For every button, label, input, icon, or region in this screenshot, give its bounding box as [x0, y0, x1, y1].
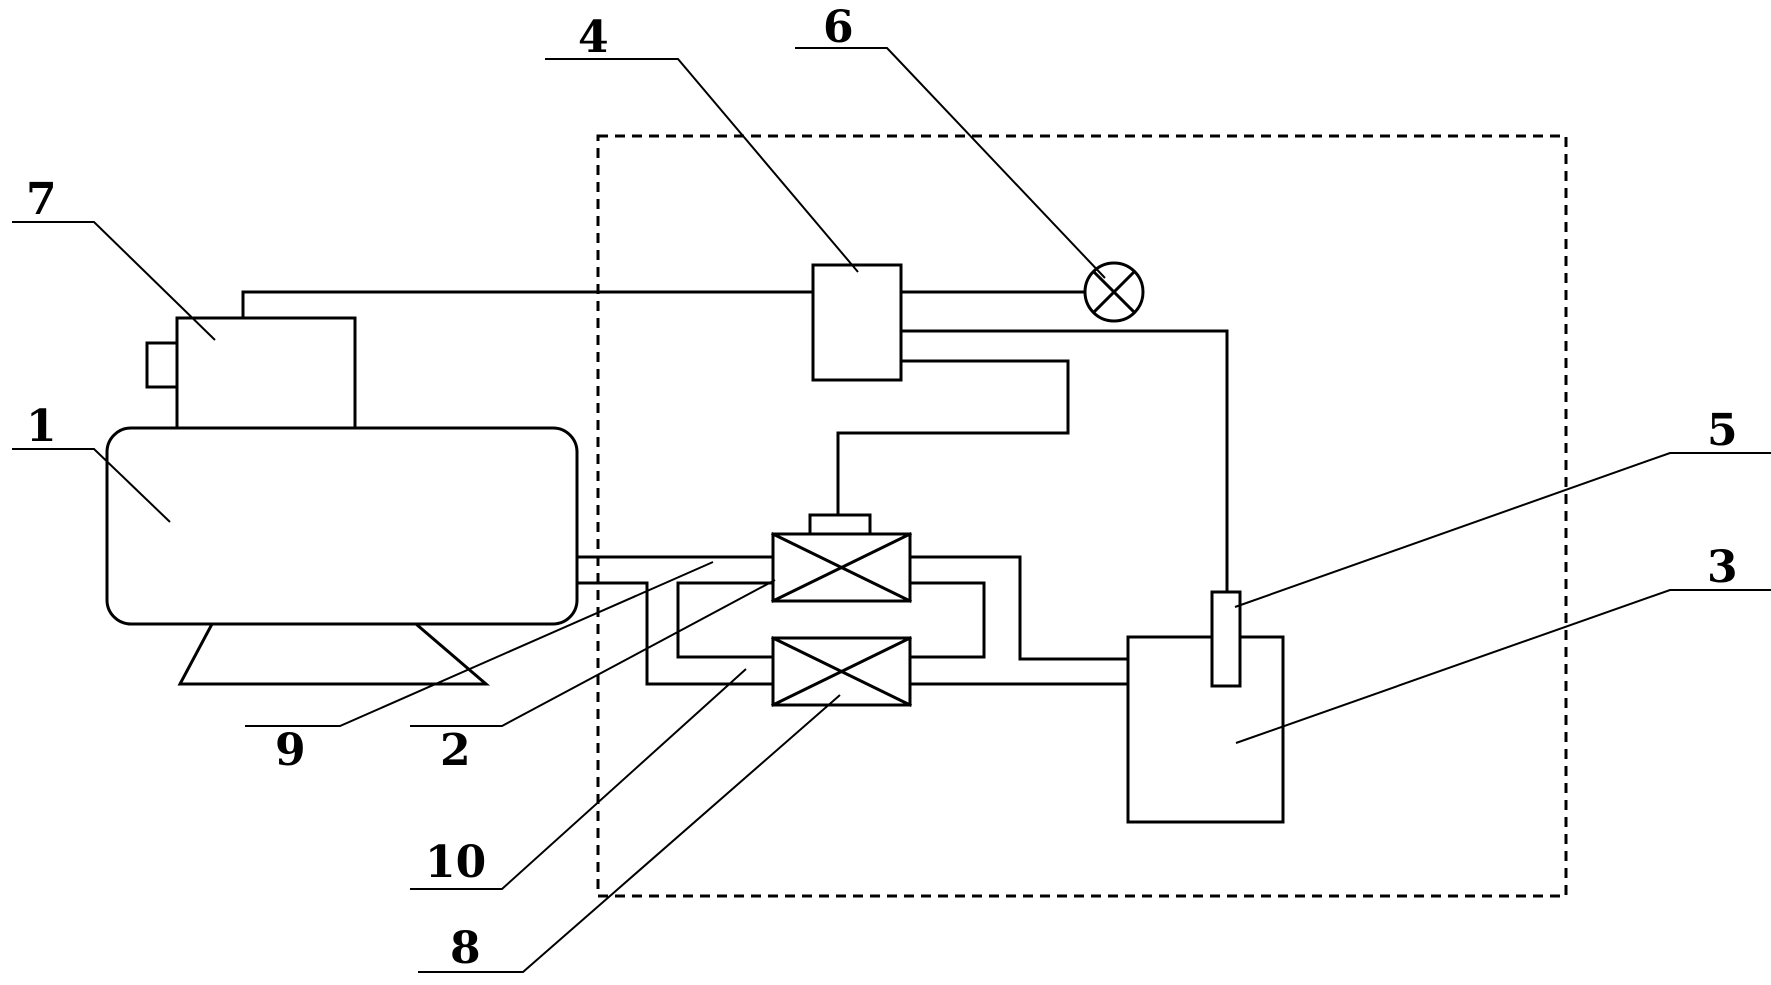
- leader-6: [795, 47, 1106, 279]
- component-1-tank: [105, 426, 579, 626]
- lamp-cross-b: [1091, 269, 1137, 315]
- leader-9: [245, 561, 714, 727]
- wire-controller-to-sensor: [899, 329, 1229, 594]
- leader-10: [410, 668, 747, 890]
- leader-7: [12, 221, 216, 341]
- pipe-bypass-right: [908, 581, 986, 659]
- component-4-controller: [811, 263, 903, 382]
- pipe-bypass-left: [676, 581, 775, 659]
- leader-4: [545, 58, 859, 273]
- label-3: 3: [1707, 542, 1738, 593]
- label-7: 7: [26, 174, 57, 225]
- leader-2: [410, 579, 776, 727]
- dashed-boundary: [596, 134, 1568, 898]
- valve-8-cross-b: [770, 635, 913, 708]
- valve-2-coil: [808, 513, 872, 536]
- label-1: 1: [26, 401, 57, 452]
- wire-controller-to-valve: [836, 359, 1070, 517]
- label-4: 4: [578, 12, 609, 63]
- component-7-motor: [175, 316, 357, 430]
- label-10: 10: [425, 837, 486, 888]
- leader-8: [418, 694, 841, 973]
- component-7-shaft: [145, 341, 179, 389]
- label-2: 2: [440, 725, 471, 776]
- wire-motor-to-controller: [241, 290, 815, 320]
- pipe-valve2-to-reservoir: [908, 555, 1130, 661]
- label-6: 6: [823, 2, 854, 53]
- label-9: 9: [275, 725, 306, 776]
- label-5: 5: [1707, 405, 1738, 456]
- component-3-reservoir: [1126, 635, 1285, 824]
- valve-2-cross-b: [770, 531, 913, 604]
- leader-5: [1234, 452, 1771, 608]
- component-1-stand: [177, 622, 491, 686]
- leader-3: [1235, 589, 1771, 744]
- pipe-10: [575, 581, 775, 686]
- leader-1: [12, 448, 171, 523]
- label-8: 8: [450, 923, 481, 974]
